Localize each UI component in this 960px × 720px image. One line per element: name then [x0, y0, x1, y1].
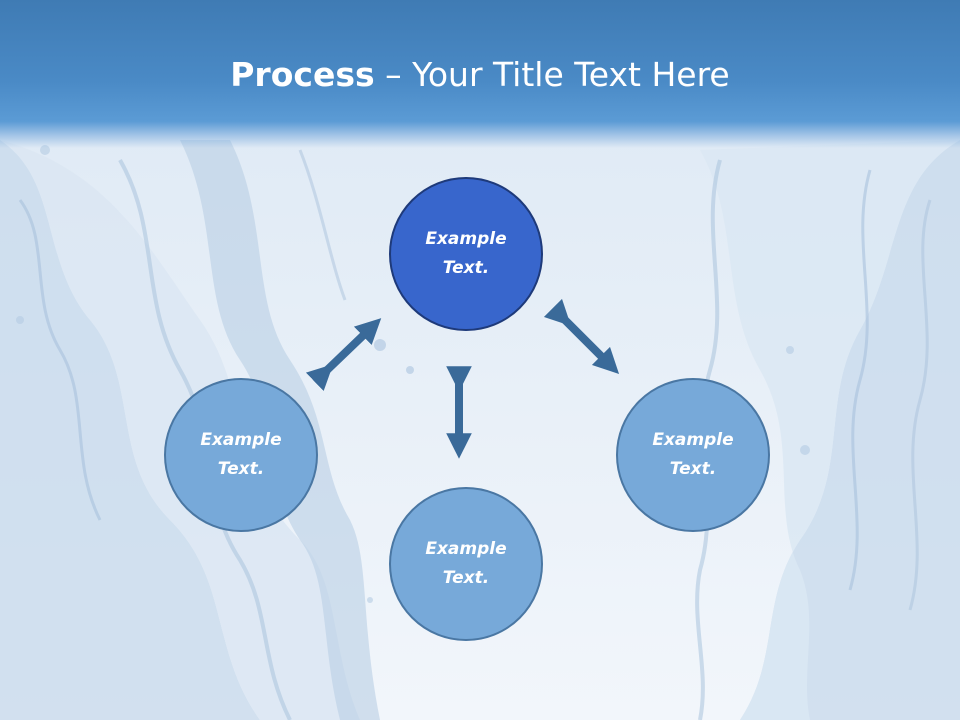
- process-node-bottom[interactable]: Example Text.: [389, 487, 543, 641]
- node-top-label: Example Text.: [425, 229, 507, 278]
- slide-title[interactable]: Process – Your Title Text Here: [0, 52, 960, 98]
- title-rest-part: – Your Title Text Here: [374, 55, 730, 94]
- process-node-top[interactable]: Example Text.: [389, 177, 543, 331]
- node-right-label: Example Text.: [652, 430, 734, 479]
- title-bold-part: Process: [230, 55, 375, 94]
- title-banner: [0, 0, 960, 148]
- node-left-label: Example Text.: [200, 430, 282, 479]
- node-bottom-label: Example Text.: [425, 539, 507, 588]
- process-node-left[interactable]: Example Text.: [164, 378, 318, 532]
- process-node-right[interactable]: Example Text.: [616, 378, 770, 532]
